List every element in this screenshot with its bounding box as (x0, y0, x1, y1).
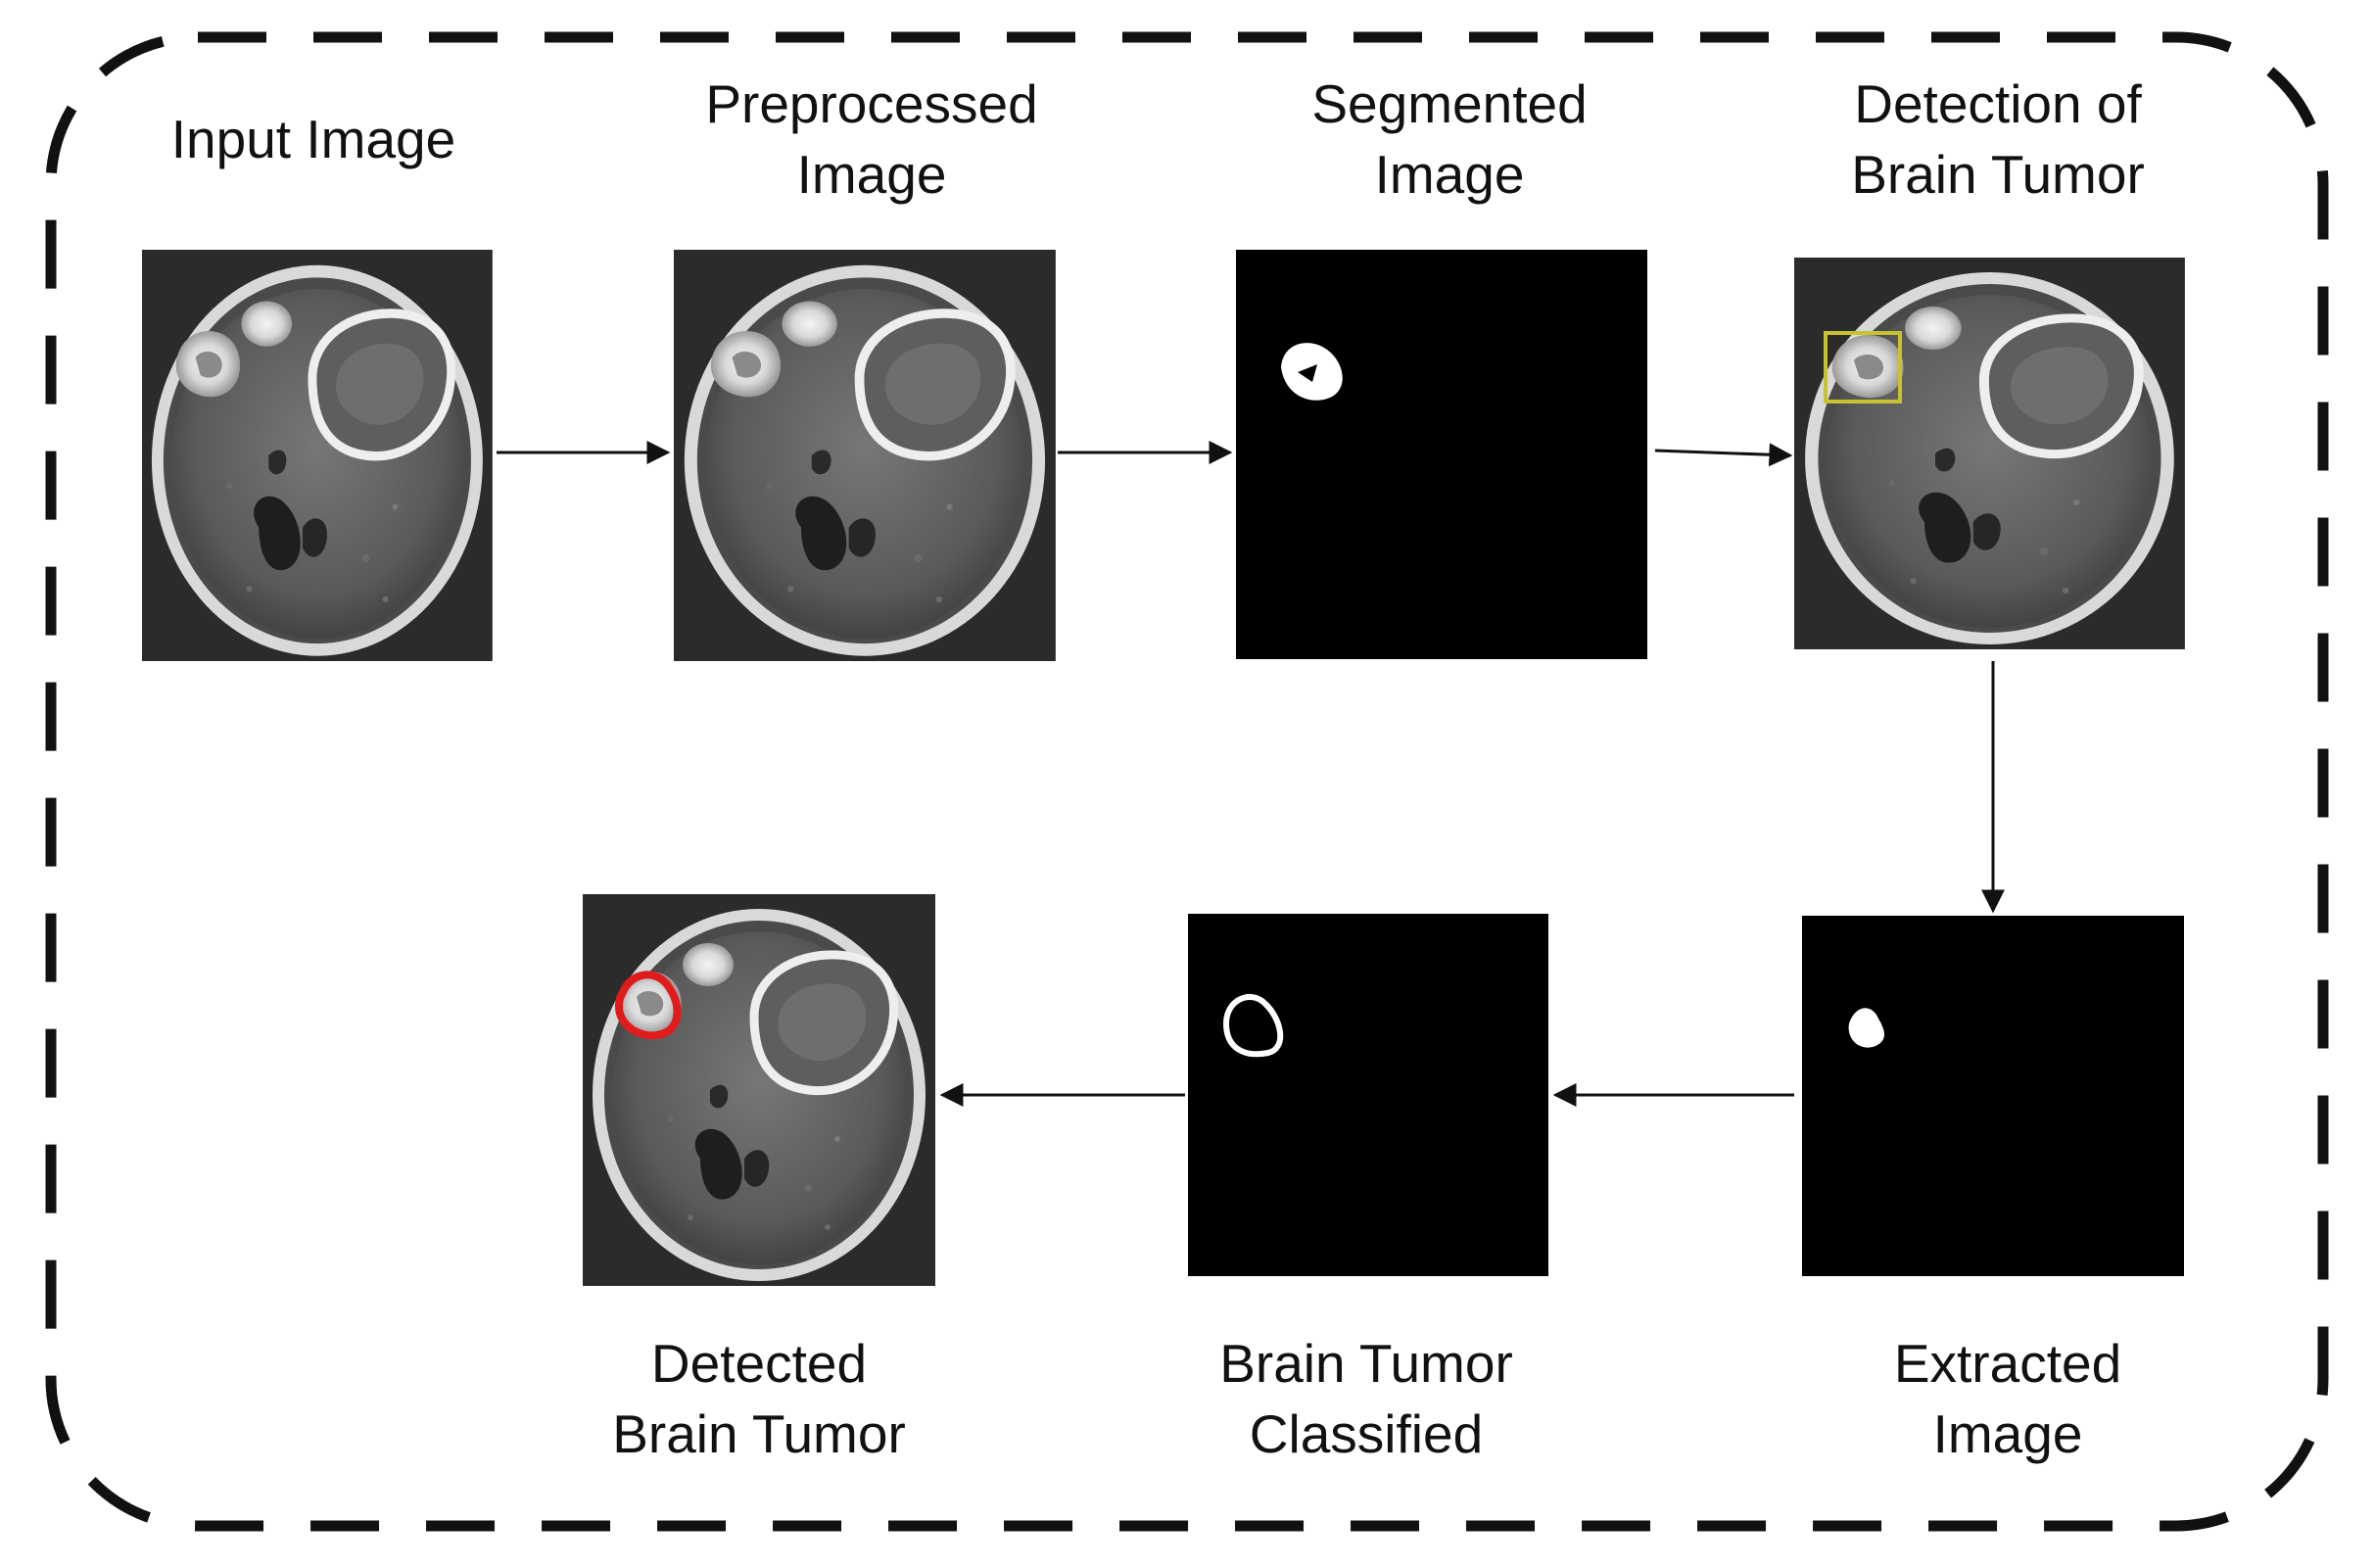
label-input-image: Input Image (147, 104, 480, 174)
tumor-outline (614, 971, 682, 1040)
arrow-segmented-to-detection (1654, 443, 1793, 467)
label-preprocessed-image: Preprocessed Image (676, 69, 1068, 210)
label-line: Preprocessed (705, 73, 1038, 134)
label-line: Classified (1249, 1403, 1484, 1464)
label-line: Brain Tumor (1219, 1333, 1513, 1394)
preprocessed-image-mri-scan-icon (674, 250, 1056, 661)
segmented-image-mask-icon (1236, 250, 1647, 659)
label-line: Image (1374, 144, 1525, 205)
detection-image-mri-scan-icon (1794, 258, 2185, 649)
label-line: Brain Tumor (1851, 144, 2145, 205)
label-line: Input Image (170, 109, 456, 169)
label-brain-tumor-classified: Brain Tumor Classified (1170, 1328, 1562, 1469)
label-segmented-image: Segmented Image (1254, 69, 1645, 210)
label-line: Image (796, 144, 947, 205)
dashed-border (45, 31, 2329, 1532)
label-line: Segmented (1311, 73, 1588, 134)
label-line: Extracted (1893, 1333, 2122, 1394)
detection-box (1824, 331, 1902, 404)
label-line: Detected (650, 1333, 868, 1394)
label-detected-brain-tumor: Detected Brain Tumor (563, 1328, 955, 1469)
label-line: Brain Tumor (612, 1403, 906, 1464)
label-line: Image (1932, 1403, 2083, 1464)
classified-image-mask-icon (1188, 914, 1548, 1276)
label-detection-of-brain-tumor: Detection of Brain Tumor (1802, 69, 2194, 210)
detected-image-mri-scan-icon (583, 894, 935, 1286)
extracted-image-mask-icon (1802, 916, 2184, 1276)
label-extracted-image: Extracted Image (1812, 1328, 2204, 1469)
label-line: Detection of (1854, 73, 2142, 134)
input-image-mri-scan-icon (142, 250, 493, 661)
